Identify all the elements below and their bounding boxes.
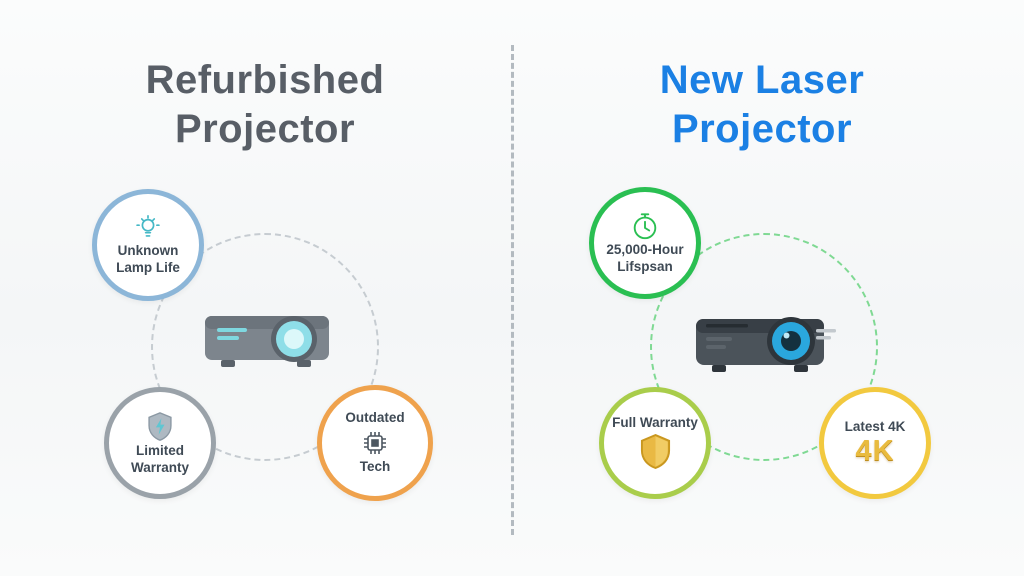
divider-line <box>511 45 514 535</box>
feature-limited-warranty: Limited Warranty <box>104 387 216 499</box>
feature-label-line2: Lifspsan <box>617 259 673 274</box>
lightbulb-icon <box>136 215 160 237</box>
clock-icon <box>633 213 657 240</box>
feature-label-line1: Limited <box>135 442 184 458</box>
feature-full-warranty: Full Warranty <box>599 387 711 499</box>
chip-icon <box>364 432 386 454</box>
projector-illustration-refurbished <box>205 316 329 367</box>
new-laser-title-line2: Projector <box>671 106 853 151</box>
refurbished-title-line2: Projector <box>174 106 356 151</box>
feature-label-line1: Full Warranty <box>612 415 698 431</box>
refurbished-title-line1: Refurbished <box>145 58 385 102</box>
gold-shield-icon <box>640 433 670 469</box>
feature-label-line1: Unknown <box>117 243 179 259</box>
feature-latest-4k: Latest 4K 4K <box>819 387 931 499</box>
feature-outdated-tech: Outdated Tech <box>317 385 433 501</box>
feature-unknown-lamp-life: Unknown Lamp Life <box>92 189 204 301</box>
feature-25000-hour-lifespan: 25,000-Hour Lifspsan <box>589 187 701 299</box>
4k-gold-badge: 4K <box>855 435 895 468</box>
new-laser-title: New Laser Projector <box>582 56 942 154</box>
feature-label-line2: Warranty <box>130 459 189 475</box>
projector-illustration-new-laser <box>696 317 836 372</box>
new-laser-orbit-circle <box>650 233 878 461</box>
refurbished-title: Refurbished Projector <box>85 56 445 154</box>
shield-bolt-icon <box>148 411 172 441</box>
new-laser-title-line1: New Laser <box>659 58 865 102</box>
feature-label-line1: 25,000-Hour <box>606 242 684 258</box>
feature-label-line1: Outdated <box>345 410 405 426</box>
feature-label-line2: Tech <box>359 459 391 474</box>
feature-label-line1: Latest 4K <box>844 419 906 435</box>
refurbished-orbit-circle <box>151 233 379 461</box>
feature-label-line2: Lamp Life <box>116 260 180 275</box>
